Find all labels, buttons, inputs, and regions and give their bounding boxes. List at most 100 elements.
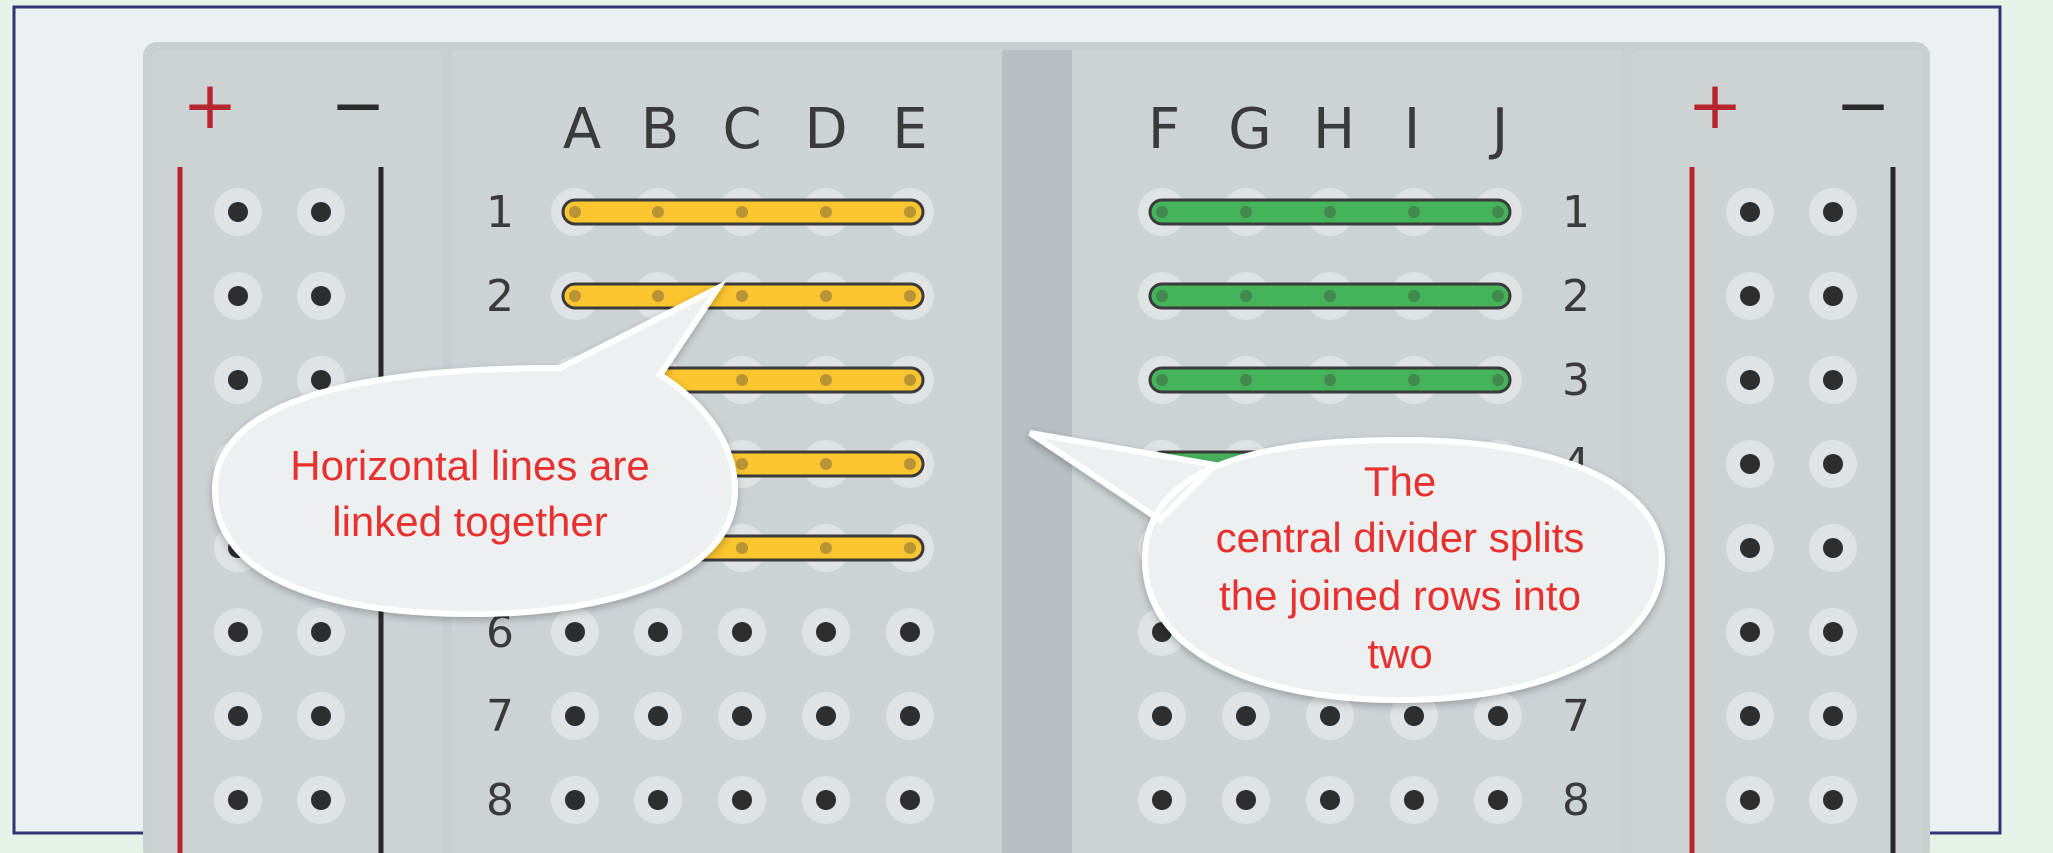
terminal-hole: [718, 608, 766, 656]
terminal-hole-core: [1320, 790, 1340, 810]
terminal-hole: [802, 692, 850, 740]
strip-hole-dot: [736, 458, 748, 470]
rail-hole-core: [1823, 622, 1843, 642]
terminal-hole-core: [648, 706, 668, 726]
row-number-right-2: 2: [1562, 271, 1590, 322]
strip-hole-dot: [904, 374, 916, 386]
terminal-hole: [634, 692, 682, 740]
callout-divider-line-3: the joined rows into: [1219, 572, 1581, 619]
strip-hole-dots: [569, 206, 1504, 554]
callout-horizontal-lines: [211, 280, 739, 618]
terminal-hole: [1222, 776, 1270, 824]
rail-hole: [214, 776, 262, 824]
rail-hole-core: [1823, 538, 1843, 558]
left-minus-label: −: [330, 67, 385, 144]
terminal-hole-core: [1152, 790, 1172, 810]
column-label-j: J: [1489, 97, 1509, 162]
terminal-hole-core: [1404, 790, 1424, 810]
rail-hole-core: [1740, 202, 1760, 222]
callout-central-divider: [1028, 430, 1666, 704]
terminal-hole: [1138, 776, 1186, 824]
rail-hole-core: [311, 790, 331, 810]
strip-hole-dot: [1324, 290, 1336, 302]
strip-hole-dot: [1492, 290, 1504, 302]
callout-divider-line-1: The: [1364, 458, 1436, 505]
rail-hole: [1726, 272, 1774, 320]
rail-hole-core: [228, 622, 248, 642]
rail-hole-core: [228, 370, 248, 390]
rail-hole-core: [1740, 706, 1760, 726]
callout-divider-bubble: [1028, 430, 1666, 704]
rail-hole: [214, 272, 262, 320]
right-plus-label: +: [1687, 67, 1742, 144]
callout-divider-line-4: two: [1367, 630, 1432, 677]
strip-hole-dot: [820, 290, 832, 302]
column-label-i: I: [1404, 97, 1421, 162]
strip-hole-dot: [736, 290, 748, 302]
rail-hole: [1809, 608, 1857, 656]
rail-hole: [1809, 356, 1857, 404]
strip-hole-dot: [736, 374, 748, 386]
rail-hole: [214, 692, 262, 740]
callout-horizontal-bubble: [211, 280, 739, 618]
right-strip-row-2: [1148, 282, 1512, 310]
terminal-hole-core: [1152, 706, 1172, 726]
terminal-hole: [1474, 692, 1522, 740]
terminal-hole: [886, 776, 934, 824]
terminal-hole: [886, 608, 934, 656]
rail-hole-core: [1823, 706, 1843, 726]
terminal-hole: [802, 608, 850, 656]
rail-hole: [214, 356, 262, 404]
terminal-hole: [1138, 692, 1186, 740]
row-number-left-8: 8: [486, 775, 514, 826]
column-label-d: D: [804, 97, 847, 162]
rail-hole-core: [311, 286, 331, 306]
rail-hole: [1809, 776, 1857, 824]
rail-hole-core: [228, 790, 248, 810]
strip-hole-dot: [569, 206, 581, 218]
rail-hole-core: [228, 286, 248, 306]
rail-hole-core: [1740, 538, 1760, 558]
strip-hole-dot: [904, 542, 916, 554]
strip-hole-dot: [1492, 374, 1504, 386]
terminal-hole: [551, 608, 599, 656]
rail-hole: [1726, 188, 1774, 236]
terminal-hole: [551, 692, 599, 740]
strip-hole-dot: [569, 290, 581, 302]
column-label-e: E: [892, 97, 927, 162]
terminal-hole: [634, 608, 682, 656]
terminal-hole: [1474, 776, 1522, 824]
strip-hole-dot: [1156, 206, 1168, 218]
row-number-right-8: 8: [1562, 775, 1590, 826]
strip-hole-dot: [1492, 206, 1504, 218]
rail-hole-core: [1740, 370, 1760, 390]
rail-hole-core: [1740, 286, 1760, 306]
terminal-hole-core: [1488, 790, 1508, 810]
strip-hole-dot: [820, 206, 832, 218]
terminal-hole: [886, 692, 934, 740]
left-plus-label: +: [182, 67, 237, 144]
strip-hole-dot: [820, 374, 832, 386]
terminal-hole-core: [1236, 790, 1256, 810]
terminal-hole: [1222, 692, 1270, 740]
rail-hole-core: [228, 706, 248, 726]
terminal-hole: [802, 776, 850, 824]
rail-hole: [1726, 776, 1774, 824]
terminal-hole-core: [732, 790, 752, 810]
strip-hole-dot: [1156, 290, 1168, 302]
terminal-hole-core: [732, 706, 752, 726]
terminal-hole-core: [816, 706, 836, 726]
column-label-g: G: [1228, 97, 1271, 162]
terminal-hole-core: [648, 622, 668, 642]
rail-hole: [1726, 692, 1774, 740]
terminal-hole-core: [732, 622, 752, 642]
rail-hole-core: [228, 202, 248, 222]
strip-hole-dot: [1324, 206, 1336, 218]
right-strip-row-3: [1148, 366, 1512, 394]
terminal-hole: [551, 776, 599, 824]
rail-hole: [1726, 524, 1774, 572]
strip-hole-dot: [820, 542, 832, 554]
terminal-hole-core: [900, 622, 920, 642]
